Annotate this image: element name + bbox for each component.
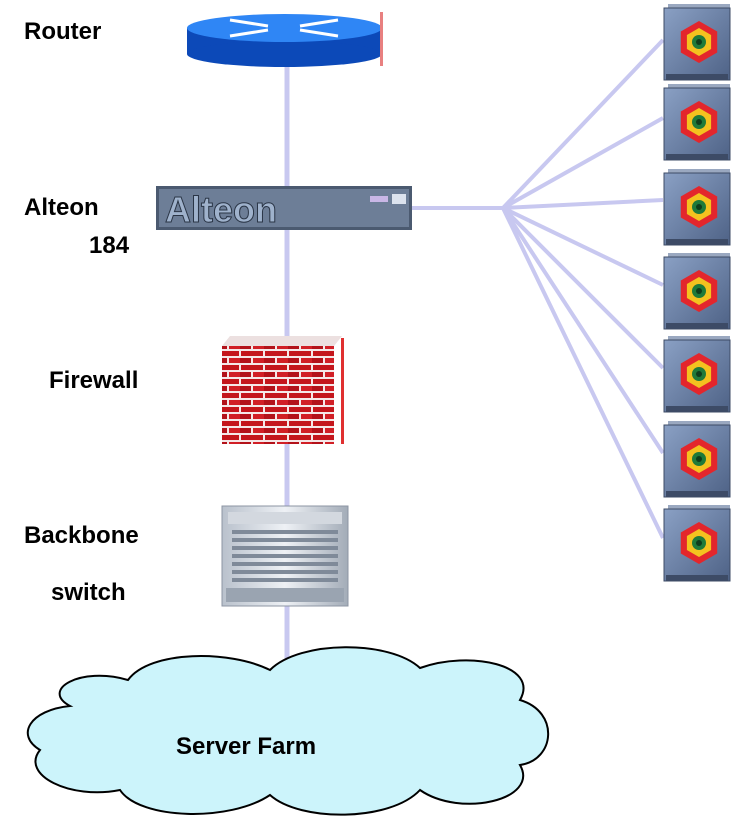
alteon-wordmark: Alteon [165,189,277,230]
backbone-label: Backbone [24,522,139,549]
alteon-switch-icon: Alteon [156,186,412,231]
server-icon [663,4,731,81]
server-link [502,116,664,210]
server-icon [663,421,731,498]
alteon-label: Alteon [24,194,99,221]
router-icon [187,12,383,67]
router-label: Router [24,18,102,45]
server-link [501,206,665,370]
server-farm-label: Server Farm [176,733,317,760]
server-icon [663,169,731,246]
cloud-icon [26,646,550,816]
server-link [501,206,665,455]
server-link [502,198,664,210]
server-icon [663,336,731,413]
firewall-label: Firewall [49,367,139,394]
server-icon [663,253,731,330]
server-link [502,206,664,287]
chassis-switch-icon [221,505,349,607]
server-links [501,38,665,539]
server-rack [663,4,731,582]
server-link [501,207,665,539]
alteon-model-label: 184 [89,232,130,259]
server-icon [663,505,731,582]
server-link [501,38,665,210]
server-icon [663,84,731,161]
switch-label: switch [51,579,126,606]
brick-firewall-icon [222,336,344,444]
